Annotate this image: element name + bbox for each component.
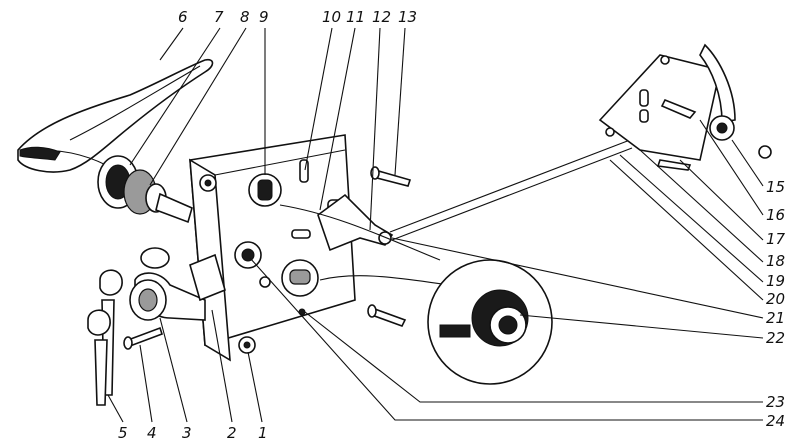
screw-mid <box>367 304 407 327</box>
callout-16: 16 <box>766 206 785 224</box>
callout-2: 2 <box>227 424 237 442</box>
callout-8: 8 <box>240 8 250 26</box>
callout-20: 20 <box>766 290 785 308</box>
callout-10: 10 <box>322 8 341 26</box>
callout-6: 6 <box>178 8 188 26</box>
callout-23: 23 <box>766 393 785 411</box>
latch-lever <box>317 193 394 252</box>
callout-7: 7 <box>214 8 224 26</box>
callout-4: 4 <box>147 424 157 442</box>
remote-control-plate <box>598 43 772 171</box>
callout-3: 3 <box>182 424 192 442</box>
callout-19: 19 <box>766 272 785 290</box>
callout-9: 9 <box>259 8 269 26</box>
callout-17: 17 <box>766 230 786 248</box>
connecting-rod <box>279 139 633 286</box>
callout-22: 22 <box>766 329 785 347</box>
callout-15: 15 <box>766 178 785 196</box>
detail-circle <box>427 259 553 385</box>
callout-5: 5 <box>118 424 128 442</box>
callout-numbers: 6 7 8 9 10 11 12 13 15 16 17 18 19 20 21… <box>118 8 786 442</box>
screw-13 <box>370 166 412 187</box>
callout-21: 21 <box>766 309 785 327</box>
door-handle <box>17 58 214 173</box>
callout-11: 11 <box>346 8 365 26</box>
lock-cylinder <box>129 247 226 321</box>
callout-12: 12 <box>372 8 391 26</box>
callout-13: 13 <box>398 8 417 26</box>
screw-4 <box>123 326 164 350</box>
handle-rosette <box>97 155 193 224</box>
callout-24: 24 <box>766 412 785 430</box>
key-set <box>87 269 123 406</box>
leader-lines <box>107 27 764 423</box>
callout-1: 1 <box>258 424 268 442</box>
callout-18: 18 <box>766 252 785 270</box>
